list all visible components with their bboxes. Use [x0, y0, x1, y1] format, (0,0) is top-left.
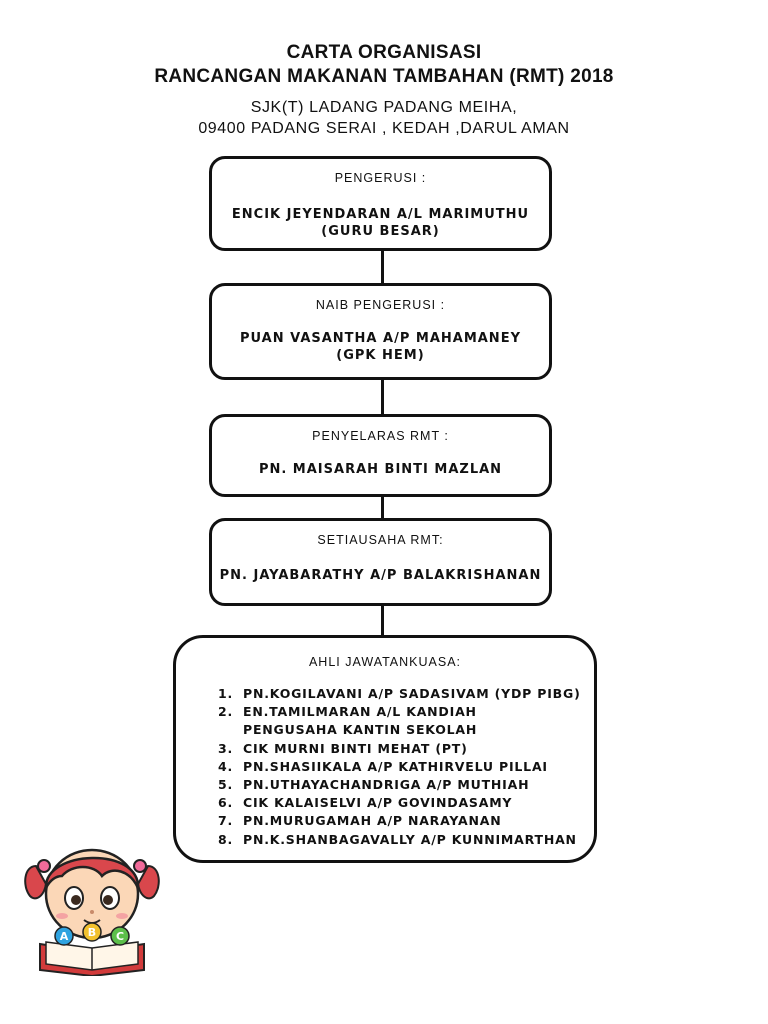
node-role: NAIB PENGERUSI : — [315, 298, 446, 312]
node-role: SETIAUSAHA RMT: — [317, 533, 444, 547]
school-name: SJK(T) LADANG PADANG MEIHA, — [250, 99, 518, 116]
node-name: PN. JAYABARATHY A/P BALAKRISHANAN — [219, 568, 542, 583]
list-item: 5.PN.UTHAYACHANDRIGA A/P MUTHIAH — [218, 777, 530, 793]
list-item: 3.CIK MURNI BINTI MEHAT (PT) — [218, 740, 468, 756]
list-item: 1.PN.KOGILAVANI A/P SADASIVAM (YDP PIBG) — [218, 686, 581, 701]
node-position: (GPK HEM) — [336, 348, 425, 363]
connector-line — [381, 249, 384, 285]
node-position: (GURU BESAR) — [321, 224, 440, 239]
node-setiausaha: SETIAUSAHA RMT: PN. JAYABARATHY A/P BALA… — [209, 518, 552, 606]
connector-line — [381, 496, 384, 519]
member-list: 1.PN.KOGILAVANI A/P SADASIVAM (YDP PIBG)… — [218, 685, 581, 849]
list-item: 2.EN.TAMILMARAN A/L KANDIAH — [218, 704, 477, 720]
node-role: PENGERUSI : — [334, 171, 427, 185]
node-name: PUAN VASANTHA A/P MAHAMANEY — [239, 331, 521, 346]
connector-line — [381, 379, 384, 416]
letter-a: A — [60, 930, 69, 943]
node-name: PN. MAISARAH BINTI MAZLAN — [258, 462, 503, 477]
list-item: PENGUSAHA KANTIN SEKOLAH — [243, 722, 478, 738]
letter-b: B — [88, 926, 96, 939]
girl-reading-book-illustration: A B C — [24, 848, 160, 976]
node-role: AHLI JAWATANKUASA: — [308, 655, 462, 669]
node-naib-pengerusi: NAIB PENGERUSI : PUAN VASANTHA A/P MAHAM… — [209, 283, 552, 380]
list-item: 6.CIK KALAISELVI A/P GOVINDASAMY — [218, 795, 513, 811]
node-role: PENYELARAS RMT : — [312, 429, 449, 443]
connector-line — [381, 605, 384, 637]
node-ahli-jawatankuasa: AHLI JAWATANKUASA: 1.PN.KOGILAVANI A/P S… — [173, 635, 597, 863]
list-item: 8.PN.K.SHANBAGAVALLY A/P KUNNIMARTHAN — [218, 831, 577, 847]
letter-c: C — [116, 930, 124, 943]
node-name: ENCIK JEYENDARAN A/L MARIMUTHU — [231, 207, 530, 222]
list-item: 7.PN.MURUGAMAH A/P NARAYANAN — [218, 813, 502, 829]
list-item: 4.PN.SHASIIKALA A/P KATHIRVELU PILLAI — [218, 758, 548, 774]
chart-title: CARTA ORGANISASI — [286, 42, 482, 63]
node-pengerusi: PENGERUSI : ENCIK JEYENDARAN A/L MARIMUT… — [209, 156, 552, 251]
node-penyelaras: PENYELARAS RMT : PN. MAISARAH BINTI MAZL… — [209, 414, 552, 497]
chart-subtitle: RANCANGAN MAKANAN TAMBAHAN (RMT) 2018 — [154, 66, 614, 87]
school-address: 09400 PADANG SERAI , KEDAH ,DARUL AMAN — [198, 120, 570, 137]
